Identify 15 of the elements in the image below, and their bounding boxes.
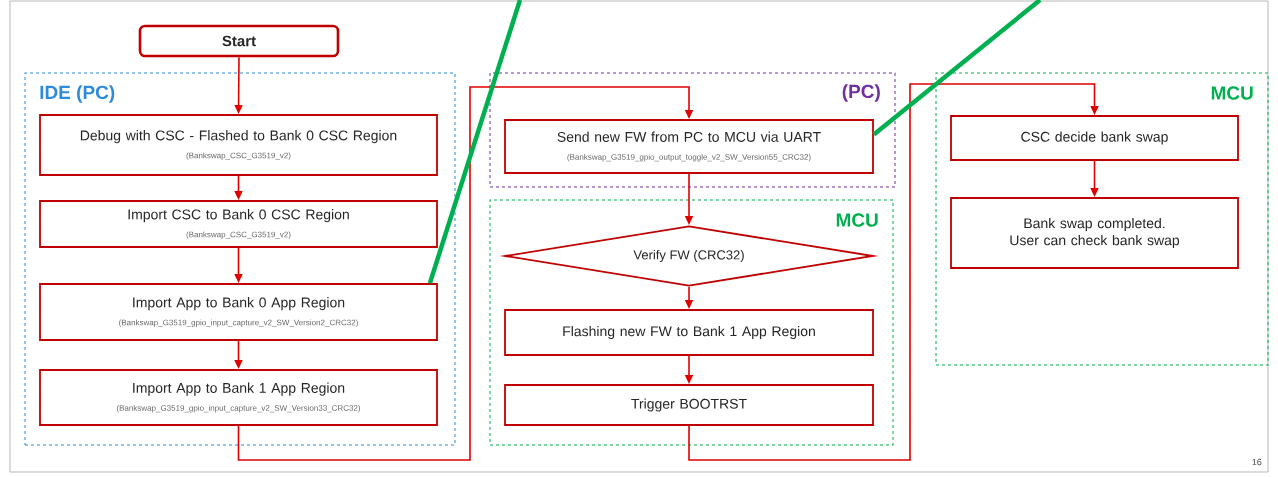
process-box: Debug with CSC - Flashed to Bank 0 CSC Region (Bankswap_CSC_G3519_v2) [39, 114, 438, 176]
page-number: 16 [1252, 458, 1262, 466]
process-box: Bank swap completed. User can check bank swap [950, 197, 1239, 269]
process-box: Import App to Bank 1 App Region (Bankswap_G3519_gpio_input_capture_v2_SW_Version33_CRC32) [39, 369, 438, 426]
process-box: Send new FW from PC to MCU via UART (Bankswap_G3519_gpio_output_toggle_v2_SW_Version55_CRC32) [504, 119, 874, 174]
arrow [237, 86, 694, 461]
process-box: Trigger BOOTRST [504, 384, 874, 426]
process-box: Import CSC to Bank 0 CSC Region (Bankswap_CSC_G3519_v2) [39, 200, 438, 248]
start-box: Start [138, 24, 340, 58]
leader-line [872, 0, 1042, 137]
process-box: Import App to Bank 0 App Region (Bankswap_G3519_gpio_input_capture_v2_SW_Version2_CRC32) [39, 283, 438, 341]
process-box: Flashing new FW to Bank 1 App Region [504, 309, 874, 356]
process-box: CSC decide bank swap [950, 115, 1239, 161]
leader-line [427, 0, 523, 284]
arrow [688, 83, 1099, 461]
